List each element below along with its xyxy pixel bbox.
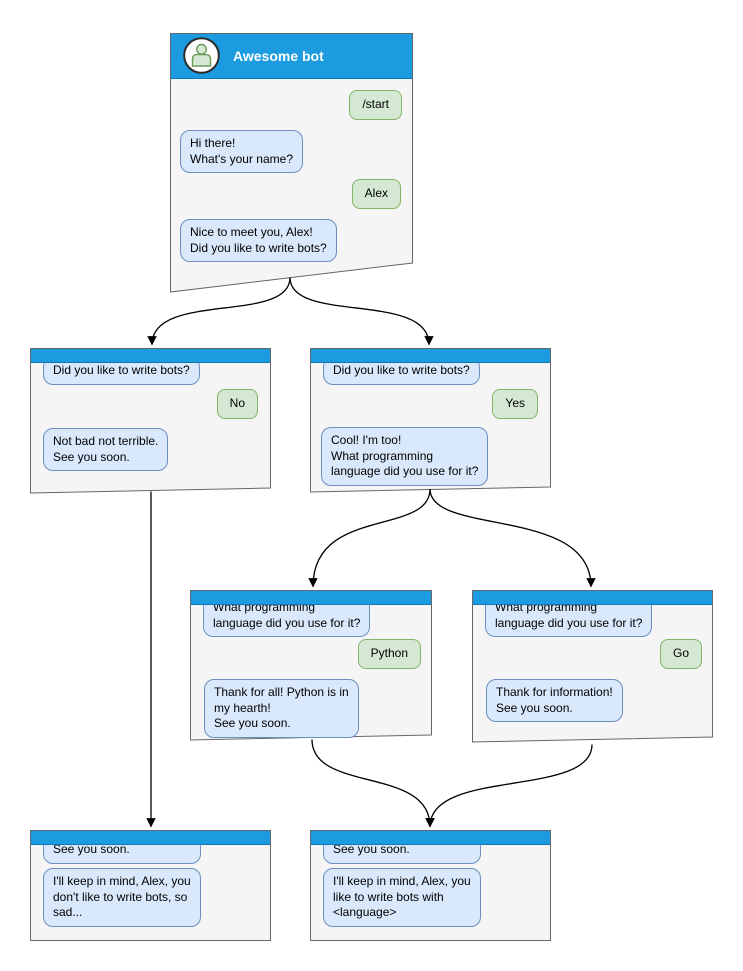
window-titlebar (311, 831, 550, 845)
bot-avatar person-icon (183, 37, 220, 74)
user-message-bubble: No (216, 389, 258, 419)
bot-message-bubble: Not bad not terrible. See you soon. (43, 428, 169, 472)
chat-window-end-yes: See you soon. I'll keep in mind, Alex, y… (310, 830, 551, 941)
window-titlebar (473, 591, 712, 605)
bot-message-bubble: I'll keep in mind, Alex, you like to wri… (323, 868, 481, 927)
bot-message-bubble: Nice to meet you, Alex! Did you like to … (180, 219, 337, 263)
arrow-yes-to-python (308, 488, 431, 588)
window-titlebar (191, 591, 431, 605)
user-message-bubble: Yes (492, 389, 538, 419)
bot-message-bubble: I'll keep in mind, Alex, you don't like … (43, 868, 201, 927)
arrow-yes-to-go (429, 488, 596, 588)
chat-window-python-branch: What programming language did you use fo… (190, 590, 432, 741)
user-message-bubble: Python (357, 639, 421, 669)
arrow-python-to-end (311, 739, 435, 828)
window-titlebar (311, 349, 550, 363)
user-message-bubble: Go (659, 639, 702, 669)
chat-window-main: Awesome bot /start Hi there! What's your… (170, 33, 413, 293)
chat-window-yes-branch: Did you like to write bots? Yes Cool! I'… (310, 348, 551, 493)
chat-window-no-branch: Did you like to write bots? No Not bad n… (30, 348, 271, 494)
user-message-bubble: /start (349, 90, 402, 120)
bot-message-bubble: Hi there! What's your name? (180, 130, 304, 174)
arrow-go-to-end (425, 744, 593, 828)
window-title: Awesome bot (233, 48, 324, 64)
bot-message-bubble: Thank for all! Python is in my hearth! S… (204, 679, 359, 738)
chat-window-go-branch: What programming language did you use fo… (472, 590, 713, 743)
user-message-bubble: Alex (351, 179, 401, 209)
bot-message-bubble: Thank for information! See you soon. (486, 679, 623, 723)
window-titlebar: Awesome bot (171, 34, 412, 79)
bot-message-bubble: Cool! I'm too! What programming language… (321, 427, 489, 486)
chat-window-end-no: See you soon. I'll keep in mind, Alex, y… (30, 830, 271, 941)
window-titlebar (31, 349, 270, 363)
window-titlebar (31, 831, 270, 845)
